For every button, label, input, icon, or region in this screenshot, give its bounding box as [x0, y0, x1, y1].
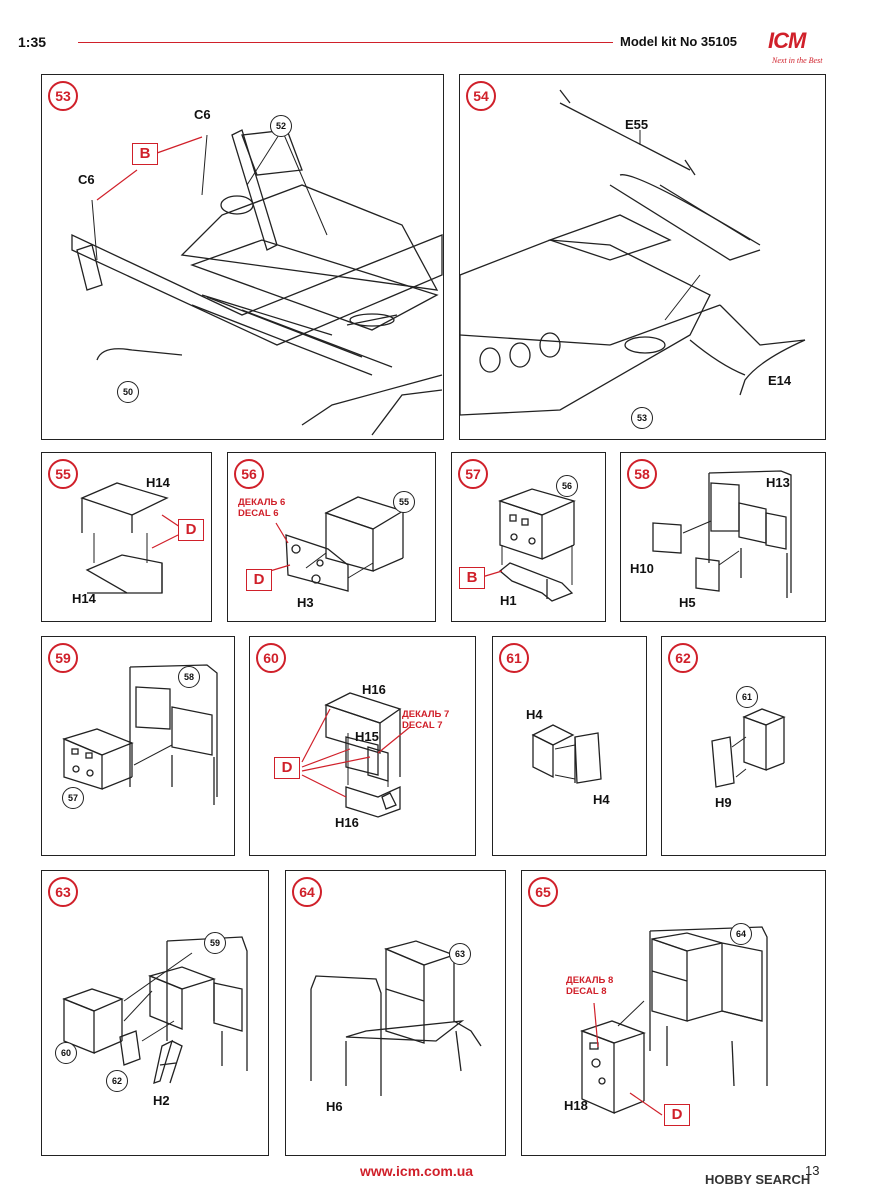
step-55-number: 55 [48, 459, 78, 489]
step-58-drawing [652, 470, 792, 598]
step-65-decal-ru: ДЕКАЛЬ 8 [566, 975, 614, 986]
step-57-drawing [481, 488, 576, 602]
step-61-part-h4-top: H4 [526, 707, 543, 722]
scale-label: 1:35 [18, 34, 47, 50]
step-55-drawing [80, 482, 181, 594]
step-60-decal-ru: ДЕКАЛЬ 7 [402, 709, 450, 720]
step-64-ref-63: 63 [449, 943, 471, 965]
watermark: HOBBY SEARCH [705, 1172, 811, 1187]
step-54-part-e14: E14 [768, 373, 792, 388]
step-56-decal-en: DECAL 6 [238, 508, 279, 519]
step-56-ref-55: 55 [393, 491, 415, 513]
step-55-glue-tag: D [178, 519, 204, 541]
step-61-number: 61 [499, 643, 529, 673]
step-62-panel: 62 61 H9 [661, 636, 826, 856]
step-53-drawing [71, 129, 443, 436]
step-59-ref-58: 58 [178, 666, 200, 688]
step-58-part-h5: H5 [679, 595, 696, 610]
step-65-number: 65 [528, 877, 558, 907]
step-65-glue-tag: D [664, 1104, 690, 1126]
step-62-drawing [711, 708, 786, 788]
step-60-part-h15: H15 [355, 729, 379, 744]
step-64-drawing [310, 940, 482, 1096]
step-53-ref-52: 52 [270, 115, 292, 137]
step-59-ref-57: 57 [62, 787, 84, 809]
brand-wordmark: ICM [768, 28, 806, 53]
step-60-decal-en: DECAL 7 [402, 720, 443, 731]
step-58-number: 58 [627, 459, 657, 489]
step-65-part-h18: H18 [564, 1098, 588, 1113]
brand-logo: ICM Next in the Best [768, 28, 834, 68]
step-60-panel: 60 H16 H15 H16 ДЕКАЛЬ 7 DECAL 7 D [249, 636, 476, 856]
step-62-part-h9: H9 [715, 795, 732, 810]
step-56-drawing [269, 496, 405, 592]
step-59-number: 59 [48, 643, 78, 673]
step-60-glue-tag: D [274, 757, 300, 779]
step-56-number: 56 [234, 459, 264, 489]
step-65-drawing [580, 926, 768, 1116]
step-53-number: 53 [48, 81, 78, 111]
step-65-decal-en: DECAL 8 [566, 986, 607, 997]
step-53-part-c6-left: C6 [78, 172, 95, 187]
step-56-decal-label: ДЕКАЛЬ 6 DECAL 6 [238, 497, 285, 519]
brand-tagline: Next in the Best [772, 56, 823, 65]
step-54-part-e55: E55 [625, 117, 649, 132]
step-57-ref-56: 56 [556, 475, 578, 497]
step-61-drawing [531, 724, 602, 784]
step-61-part-h4-bottom: H4 [593, 792, 610, 807]
step-56-panel: 56 55 ДЕКАЛЬ 6 DECAL 6 D H3 [227, 452, 436, 622]
step-59-drawing [62, 664, 218, 805]
kit-number: Model kit No 35105 [620, 34, 738, 49]
header-rule [78, 42, 613, 43]
step-64-panel: 64 63 H6 [285, 870, 506, 1156]
step-53-ref-50: 50 [117, 381, 139, 403]
page-number: 13 [805, 1163, 820, 1178]
step-57-number: 57 [458, 459, 488, 489]
step-54-panel: 54 E55 E14 53 [459, 74, 826, 440]
step-55-panel: 55 H14 H14 D [41, 452, 212, 622]
step-56-part-h3: H3 [297, 595, 314, 610]
step-55-part-h14-bottom: H14 [72, 591, 96, 606]
step-60-part-h16-top: H16 [362, 682, 386, 697]
step-63-ref-60: 60 [55, 1042, 77, 1064]
step-64-number: 64 [292, 877, 322, 907]
step-63-number: 63 [48, 877, 78, 907]
footer-url[interactable]: www.icm.com.ua [360, 1163, 474, 1179]
step-65-panel: 65 64 ДЕКАЛЬ 8 DECAL 8 H18 D [521, 870, 826, 1156]
step-64-part-h6: H6 [326, 1099, 343, 1114]
step-56-glue-tag: D [246, 569, 272, 591]
step-61-panel: 61 H4 H4 [492, 636, 647, 856]
step-53-part-c6-top: C6 [194, 107, 211, 122]
step-63-part-h2: H2 [153, 1093, 170, 1108]
step-54-ref-53: 53 [631, 407, 653, 429]
step-60-decal-label: ДЕКАЛЬ 7 DECAL 7 [402, 709, 449, 731]
step-63-ref-62: 62 [106, 1070, 128, 1092]
step-62-ref-61: 61 [736, 686, 758, 708]
step-53-glue-tag: B [132, 143, 158, 165]
step-62-number: 62 [668, 643, 698, 673]
step-58-part-h10: H10 [630, 561, 654, 576]
step-58-panel: 58 H13 H10 H5 [620, 452, 826, 622]
step-55-part-h14-top: H14 [146, 475, 170, 490]
step-63-ref-59: 59 [204, 932, 226, 954]
step-56-decal-ru: ДЕКАЛЬ 6 [238, 497, 286, 508]
step-65-ref-64: 64 [730, 923, 752, 945]
step-63-drawing [62, 936, 248, 1084]
step-54-drawing [460, 89, 806, 416]
step-60-drawing [301, 692, 411, 818]
step-60-number: 60 [256, 643, 286, 673]
step-58-part-h13: H13 [766, 475, 790, 490]
step-65-decal-label: ДЕКАЛЬ 8 DECAL 8 [566, 975, 613, 997]
step-59-panel: 59 58 57 [41, 636, 235, 856]
step-54-number: 54 [466, 81, 496, 111]
step-63-panel: 63 59 60 62 H2 [41, 870, 269, 1156]
step-57-panel: 57 56 B H1 [451, 452, 606, 622]
step-57-part-h1: H1 [500, 593, 517, 608]
step-53-panel: 53 52 50 C6 C6 B [41, 74, 444, 440]
step-57-glue-tag: B [459, 567, 485, 589]
step-60-part-h16-bottom: H16 [335, 815, 359, 830]
